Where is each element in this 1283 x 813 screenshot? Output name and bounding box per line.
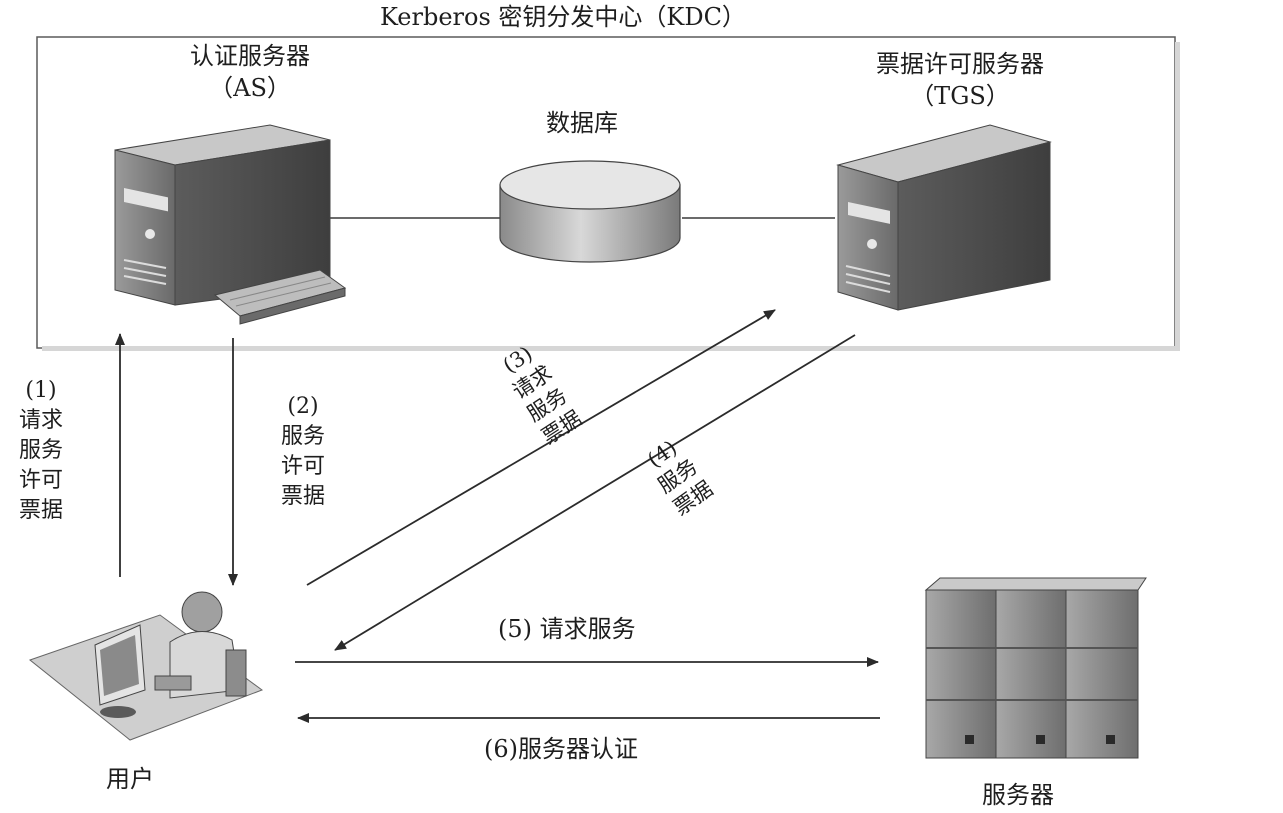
as-server-name: 认证服务器 bbox=[190, 42, 310, 70]
step5-num: (5) bbox=[498, 615, 532, 643]
step2-label: (2) 服务 许可 票据 bbox=[266, 392, 340, 512]
service-server-label: 服务器 bbox=[982, 781, 1054, 809]
step6-text: 服务器认证 bbox=[518, 735, 638, 763]
step2-line1: 服务 bbox=[280, 424, 325, 449]
user-icon bbox=[28, 591, 264, 741]
tgs-server-abbr: （TGS） bbox=[910, 82, 1010, 110]
step1-line1: 请求 bbox=[18, 408, 63, 433]
database-icon bbox=[499, 160, 681, 263]
database-label: 数据库 bbox=[546, 109, 618, 137]
as-server-icon bbox=[114, 124, 347, 325]
step4-arrow bbox=[334, 334, 856, 651]
step1-label: (1) 请求 服务 许可 票据 bbox=[4, 376, 78, 526]
tgs-server-label: 票据许可服务器 （TGS） bbox=[840, 48, 1080, 112]
step2-line3: 票据 bbox=[280, 484, 325, 509]
kdc-title: Kerberos 密钥分发中心（KDC） bbox=[380, 3, 746, 31]
step5-label: (5) 请求服务 bbox=[498, 614, 636, 645]
step1-line2: 服务 bbox=[18, 438, 63, 463]
user-label: 用户 bbox=[106, 765, 154, 793]
as-server-abbr: （AS） bbox=[209, 74, 291, 102]
step1-line3: 许可 bbox=[18, 468, 63, 493]
kdc-box-shadow-right bbox=[1175, 42, 1180, 350]
kdc-box-shadow bbox=[42, 346, 1180, 351]
tgs-server-name: 票据许可服务器 bbox=[876, 50, 1044, 78]
as-server-label: 认证服务器 （AS） bbox=[150, 40, 350, 104]
step5-text: 请求服务 bbox=[539, 615, 636, 643]
step2-line2: 许可 bbox=[280, 454, 325, 479]
step6-num: (6) bbox=[484, 735, 518, 763]
tgs-server-icon bbox=[836, 124, 1052, 311]
step1-line4: 票据 bbox=[18, 498, 63, 523]
step6-label: (6)服务器认证 bbox=[484, 734, 638, 765]
service-server-icon bbox=[924, 577, 1147, 759]
step3-arrow bbox=[306, 309, 776, 586]
step2-num: (2) bbox=[287, 394, 319, 419]
step1-num: (1) bbox=[25, 378, 57, 403]
